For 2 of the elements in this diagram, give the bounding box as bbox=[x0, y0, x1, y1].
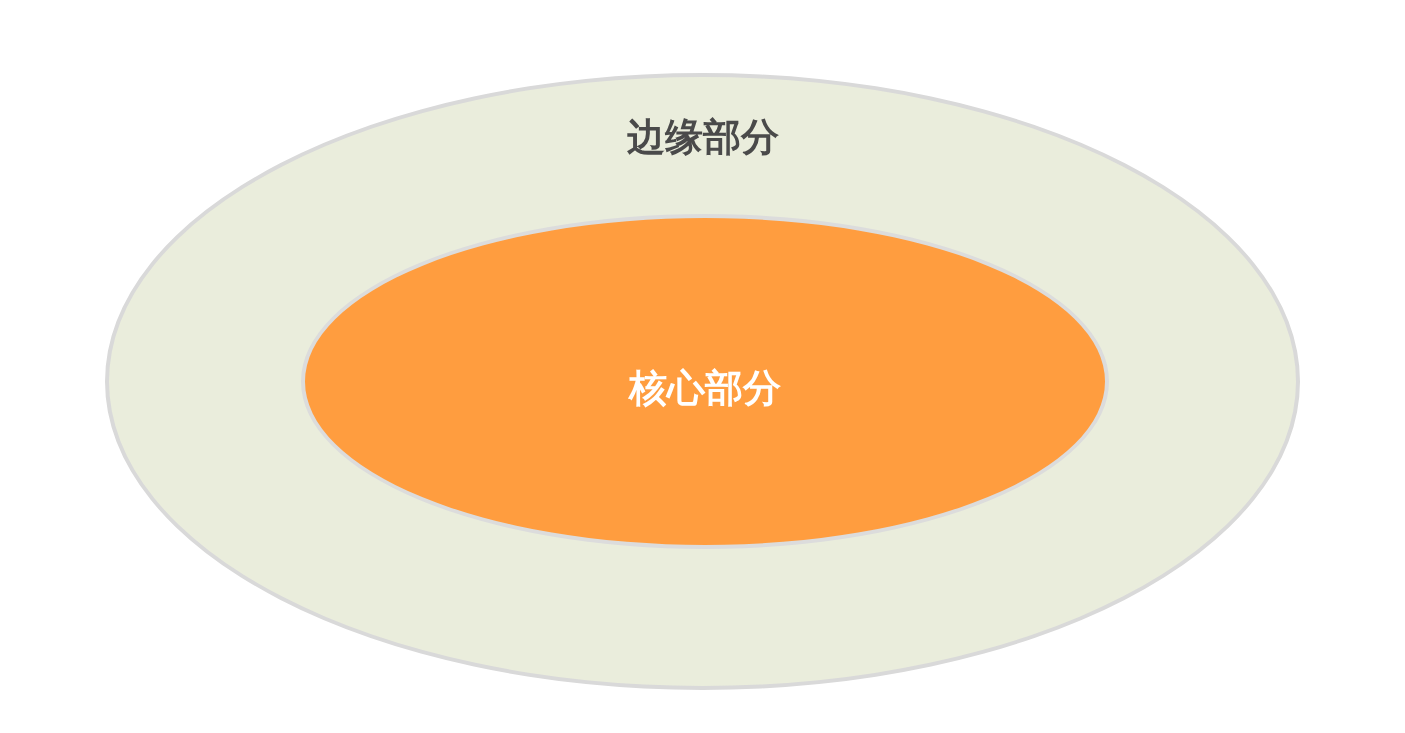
region-label: 边缘部分 bbox=[626, 114, 779, 161]
region-label: 核心部分 bbox=[629, 365, 781, 412]
